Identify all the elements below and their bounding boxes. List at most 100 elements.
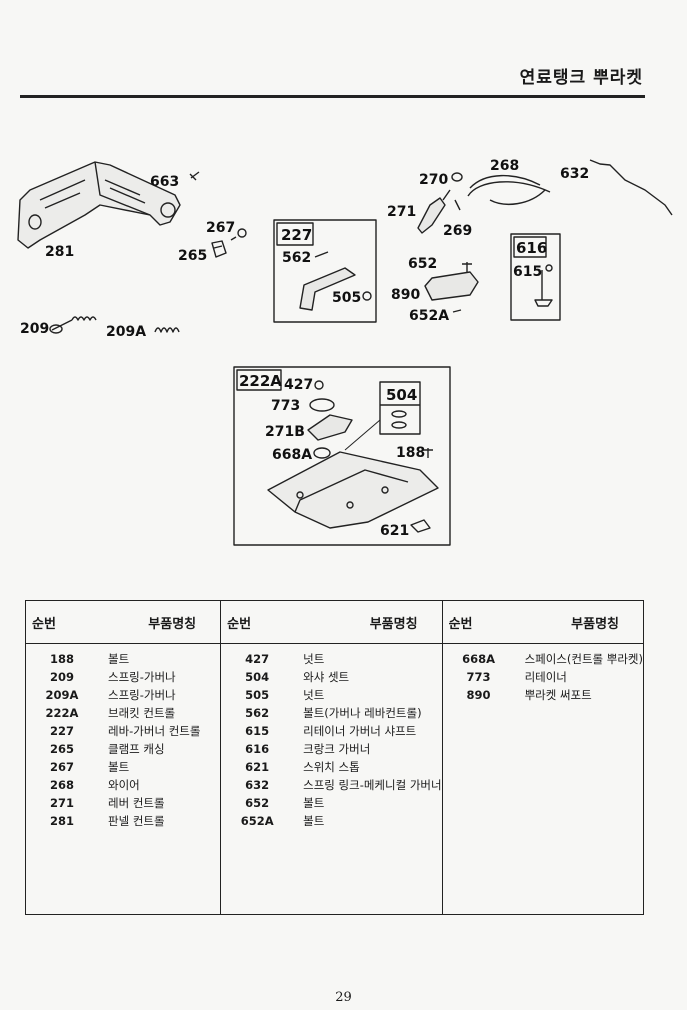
header-number: 순번 [32, 616, 56, 632]
part-name: 볼트(가버나 레바컨트롤) [303, 706, 422, 720]
callout-268: 268 [490, 158, 519, 174]
part-name: 리테이너 가버너 샤프트 [303, 724, 417, 738]
table-row: 504 와샤 셋트 [221, 668, 441, 686]
nut-part-270 [451, 172, 463, 182]
table-row: 209A 스프링-가버나 [26, 686, 220, 704]
crank-box-616 [510, 233, 561, 321]
part-number: 652A [240, 814, 274, 828]
control-panel-part-281 [17, 161, 181, 249]
callout-890: 890 [391, 287, 420, 303]
stop-switch-part-621 [410, 519, 431, 533]
part-name: 뿌라켓 써포트 [524, 688, 592, 702]
table-row: 188 볼트 [26, 650, 220, 668]
callout-281: 281 [45, 244, 74, 260]
callout-505: 505 [332, 290, 361, 306]
callout-621: 621 [380, 523, 409, 539]
callout-188: 188 [396, 445, 425, 461]
part-number: 615 [245, 724, 270, 738]
part-number: 188 [49, 652, 74, 666]
header-part-name: 부품명칭 [148, 616, 197, 632]
header-number: 순번 [227, 616, 252, 632]
part-name: 넛트 [303, 652, 325, 666]
bolt-part-562 [314, 251, 329, 258]
part-number: 222A [45, 706, 79, 720]
lever-box-227 [273, 219, 377, 323]
part-number: 504 [245, 670, 270, 684]
callout-271b: 271B [265, 424, 305, 440]
callout-668a: 668A [272, 447, 312, 463]
bolt-part-652a [452, 309, 462, 313]
part-name: 스프링-가버나 [108, 688, 176, 702]
header-part-name: 부품명칭 [369, 616, 418, 632]
part-number: 227 [49, 724, 74, 738]
callout-616: 616 [516, 239, 547, 257]
callout-632: 632 [560, 166, 589, 182]
retainer-part-615 [545, 264, 553, 272]
part-number: 505 [245, 688, 270, 702]
part-number: 890 [466, 688, 491, 702]
callout-227: 227 [281, 226, 312, 244]
part-name: 스프링-가버나 [108, 670, 176, 684]
part-name: 볼트 [303, 796, 325, 810]
table-row: 562 볼트(가버나 레바컨트롤) [221, 704, 441, 722]
part-name: 스페이스(컨트롤 뿌라켓) [524, 652, 643, 666]
washer-icon [391, 410, 407, 418]
part-name: 브래킷 컨트롤 [108, 706, 176, 720]
callout-427: 427 [284, 377, 313, 393]
part-name: 판넬 컨트롤 [108, 814, 165, 828]
clamp-part-265 [211, 240, 227, 258]
header-part-name: 부품명칭 [571, 616, 619, 632]
link-part-269 [442, 189, 461, 211]
nut-part-505 [362, 291, 372, 301]
table-row: 267 볼트 [26, 758, 220, 776]
callout-265: 265 [178, 248, 207, 264]
control-bracket-part-222a [267, 451, 439, 529]
part-name: 볼트 [108, 652, 130, 666]
part-number: 562 [245, 706, 270, 720]
part-number: 265 [49, 742, 74, 756]
callout-652a: 652A [409, 308, 449, 324]
table-header: 순번 부품명칭 [26, 601, 221, 644]
washer-set-box-504 [379, 381, 421, 435]
bracket-support-part-890 [424, 271, 479, 301]
part-number: 271 [49, 796, 74, 810]
part-number: 267 [49, 760, 74, 774]
part-name: 볼트 [108, 760, 130, 774]
governor-lever-part-227 [299, 267, 356, 311]
part-number: 268 [49, 778, 74, 792]
washer-icon [391, 421, 407, 429]
spring-link-part-632 [589, 159, 673, 216]
retainer-part-773 [309, 398, 335, 412]
part-name: 클램프 캐싱 [108, 742, 165, 756]
table-row: 890 뿌라켓 써포트 [443, 686, 643, 704]
callout-562: 562 [282, 250, 311, 266]
callout-271: 271 [387, 204, 416, 220]
wire-part-268 [467, 174, 551, 206]
part-number: 209A [45, 688, 79, 702]
screw-part-663 [189, 171, 200, 181]
callout-773: 773 [271, 398, 300, 414]
spacer-part-668a [313, 447, 331, 459]
nut-part-427 [314, 380, 324, 390]
callout-663: 663 [150, 174, 179, 190]
table-header: 순번 부품명칭 [221, 601, 442, 644]
part-number: 616 [245, 742, 270, 756]
table-row: 265 클램프 캐싱 [26, 740, 220, 758]
exploded-parts-diagram: 663 281 267 265 209 209A 227 562 505 270… [17, 158, 673, 546]
part-name: 와샤 셋트 [303, 670, 350, 684]
